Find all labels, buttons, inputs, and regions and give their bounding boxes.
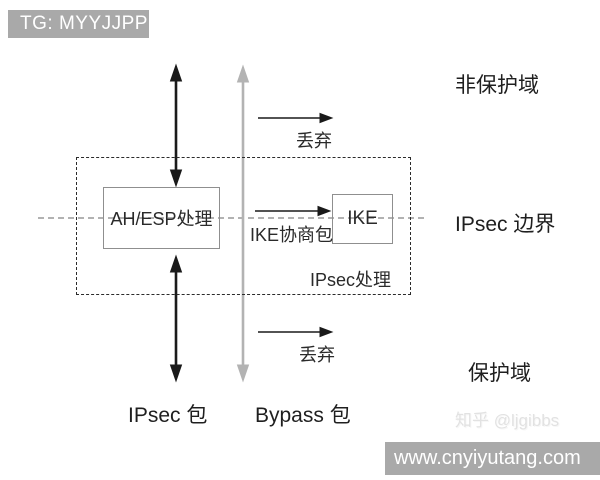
ike-label: IKE bbox=[347, 208, 378, 229]
ipsec-processing-dashed-box bbox=[76, 157, 411, 295]
ipsec-boundary-label: IPsec 边界 bbox=[455, 213, 556, 236]
footer-url-bar: www.cnyiyutang.com bbox=[385, 442, 600, 475]
bypass-packet-label: Bypass 包 bbox=[255, 404, 351, 427]
discard-bottom-label: 丢弃 bbox=[299, 345, 335, 365]
ah-esp-processing-box: AH/ESP处理 bbox=[103, 187, 220, 249]
discard-bottom-arrow-icon bbox=[258, 326, 334, 338]
ike-box: IKE bbox=[332, 194, 393, 244]
discard-top-label: 丢弃 bbox=[296, 131, 332, 151]
ipsec-packet-label: IPsec 包 bbox=[128, 404, 208, 427]
watermark-badge: TG: MYYJJPP bbox=[8, 10, 149, 38]
protected-domain-label: 保护域 bbox=[468, 362, 531, 385]
ipsec-processing-label: IPsec处理 bbox=[310, 270, 392, 290]
unprotected-domain-label: 非保护域 bbox=[455, 74, 539, 97]
ah-esp-processing-label: AH/ESP处理 bbox=[110, 209, 213, 229]
zhihu-credit-watermark: 知乎 @ljgibbs bbox=[455, 411, 560, 430]
ike-negotiation-packet-label: IKE协商包 bbox=[250, 225, 334, 245]
discard-top-arrow-icon bbox=[258, 112, 334, 124]
